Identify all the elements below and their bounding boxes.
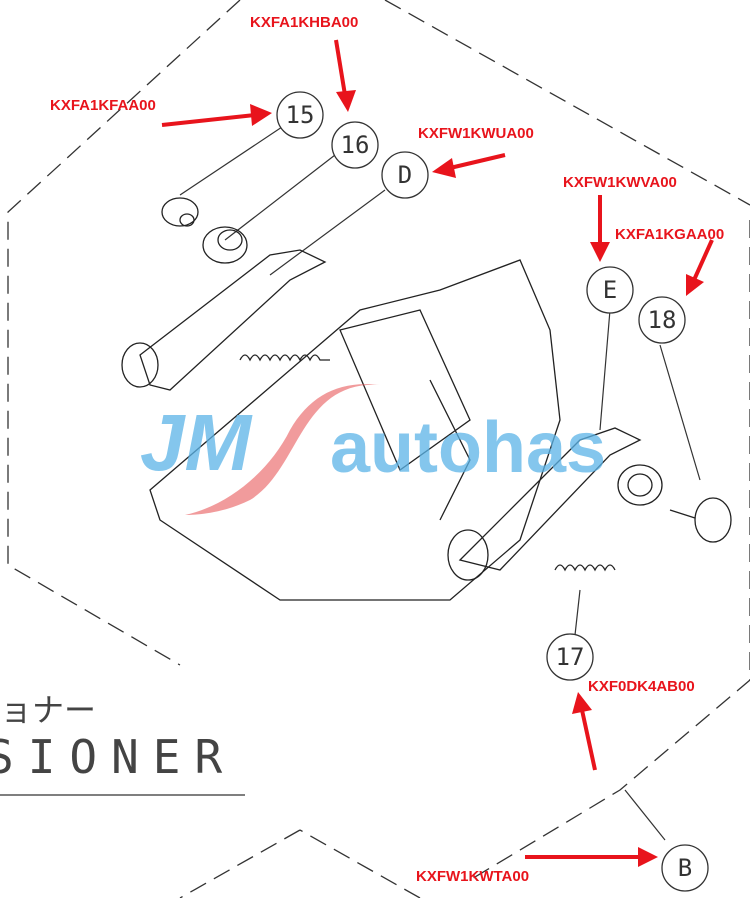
callout-e: E: [602, 276, 618, 304]
part-number-15: KXFA1KFAA00: [50, 97, 156, 114]
part-number-e: KXFW1KWVA00: [563, 174, 677, 191]
svg-text:autohas: autohas: [330, 408, 606, 488]
leader-lines: [0, 124, 701, 841]
callout-18: 18: [647, 306, 677, 334]
callout-16: 16: [340, 131, 370, 159]
callout-b: B: [677, 854, 693, 882]
title-japanese: ョナー: [0, 691, 97, 729]
svg-text:JM: JM: [140, 398, 253, 487]
red-arrows: [161, 39, 714, 867]
part-number-d: KXFW1KWUA00: [418, 125, 534, 142]
part-number-b: KXFW1KWTA00: [416, 868, 530, 885]
part-number-18: KXFA1KGAA00: [615, 226, 725, 243]
title-english: SIONER: [0, 730, 237, 784]
callout-17: 17: [555, 643, 585, 671]
callout-circles: [276, 91, 709, 892]
callout-d: D: [397, 161, 413, 189]
assembly-boundary: [7, 0, 750, 898]
part-number-16: KXFA1KHBA00: [250, 14, 359, 31]
watermark-logo: JM autohas: [140, 384, 606, 515]
tensioner-mechanism: [121, 197, 732, 601]
callout-15: 15: [285, 101, 315, 129]
part-number-17: KXF0DK4AB00: [588, 678, 695, 695]
